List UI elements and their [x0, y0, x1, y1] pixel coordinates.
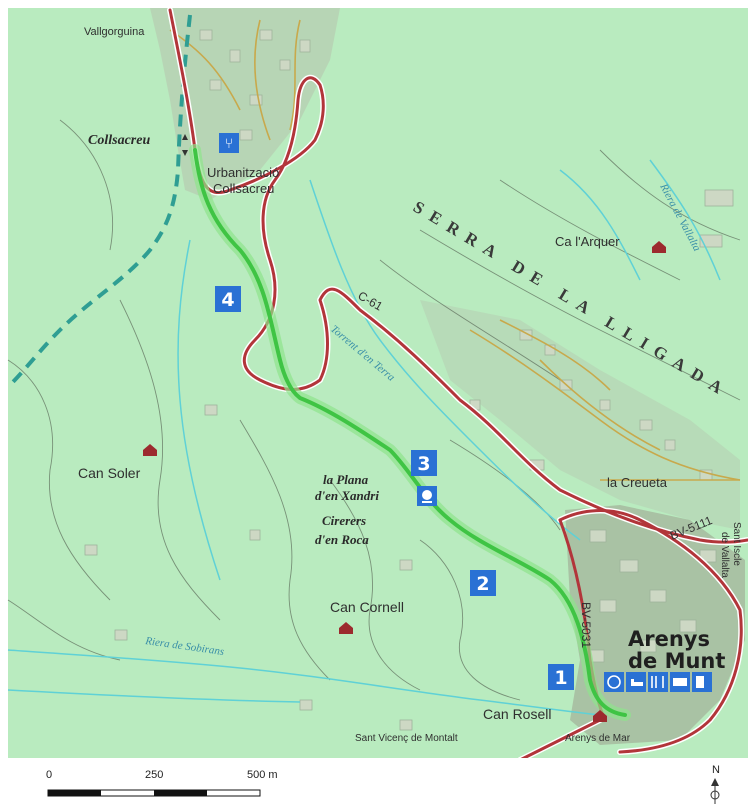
label-can-soler: Can Soler: [78, 465, 141, 481]
label-can-cornell: Can Cornell: [330, 599, 404, 615]
label-sant-iscle-2: de Vallalta: [719, 532, 730, 578]
svg-text:3: 3: [417, 453, 430, 475]
hiking-route: [189, 144, 631, 721]
label-cirerers-2: d'en Roca: [315, 532, 369, 547]
svg-text:500 m: 500 m: [247, 769, 278, 781]
svg-text:⑂: ⑂: [225, 136, 233, 152]
bus-icon: [673, 678, 687, 686]
label-arenys-2: de Munt: [628, 649, 725, 673]
contour-lines: [7, 119, 741, 701]
route-marker-4[interactable]: 4: [215, 286, 241, 312]
label-vallgorguina: Vallgorguina: [84, 26, 145, 38]
pass-icon: [182, 134, 188, 156]
bed-icon: [629, 679, 643, 686]
house-icon: [143, 444, 157, 456]
route-marker-1[interactable]: 1: [548, 664, 574, 690]
label-cirerers-1: Cirerers: [322, 513, 366, 528]
label-la-creueta: la Creueta: [607, 475, 668, 490]
route-marker-2[interactable]: 2: [470, 570, 496, 596]
label-urbanitzacio-2: Collsacreu: [213, 181, 274, 196]
fork-knife-icon: [651, 676, 664, 688]
north-arrow: N: [710, 764, 720, 804]
svg-text:0: 0: [46, 769, 52, 781]
buildings: [84, 29, 734, 731]
label-can-rosell: Can Rosell: [483, 706, 551, 722]
fuel-icon: [696, 676, 704, 688]
label-arenys-1: Arenys: [628, 627, 710, 651]
info-icon: [607, 675, 621, 689]
town-services-icons: [604, 672, 712, 692]
route-marker-3[interactable]: 3: [411, 450, 437, 476]
dashed-trail: [8, 14, 192, 387]
scalebar-panel: [0, 758, 748, 808]
restaurant-icon: ⑂: [219, 133, 239, 153]
viewpoint-icon: [417, 486, 437, 506]
house-icon: [593, 710, 607, 722]
urban-area-lligada: [420, 300, 740, 530]
house-icon: [339, 622, 353, 634]
label-plana-1: la Plana: [323, 472, 369, 487]
house-icon: [652, 241, 666, 253]
label-ca-larquer: Ca l'Arquer: [555, 234, 620, 249]
house-markers: [143, 241, 666, 722]
svg-text:2: 2: [476, 573, 489, 595]
label-road-bv5031: BV-5031: [579, 602, 593, 648]
north-arrow-icon: [711, 778, 719, 786]
svg-text:N: N: [712, 764, 720, 776]
label-arenys-de-mar: Arenys de Mar: [565, 733, 631, 744]
streams: [7, 159, 721, 716]
svg-text:250: 250: [145, 769, 163, 781]
svg-text:1: 1: [554, 667, 567, 689]
label-urbanitzacio-1: Urbanització: [207, 165, 279, 180]
label-collsacreu: Collsacreu: [88, 133, 150, 148]
label-sant-iscle-1: Sant Iscle: [731, 522, 742, 566]
minor-roads: [169, 19, 741, 481]
label-plana-2: d'en Xandri: [315, 488, 379, 503]
label-sant-vicenc: Sant Vicenç de Montalt: [355, 733, 458, 744]
svg-text:4: 4: [221, 289, 234, 311]
scalebar: 0 250 500 m: [46, 769, 278, 797]
